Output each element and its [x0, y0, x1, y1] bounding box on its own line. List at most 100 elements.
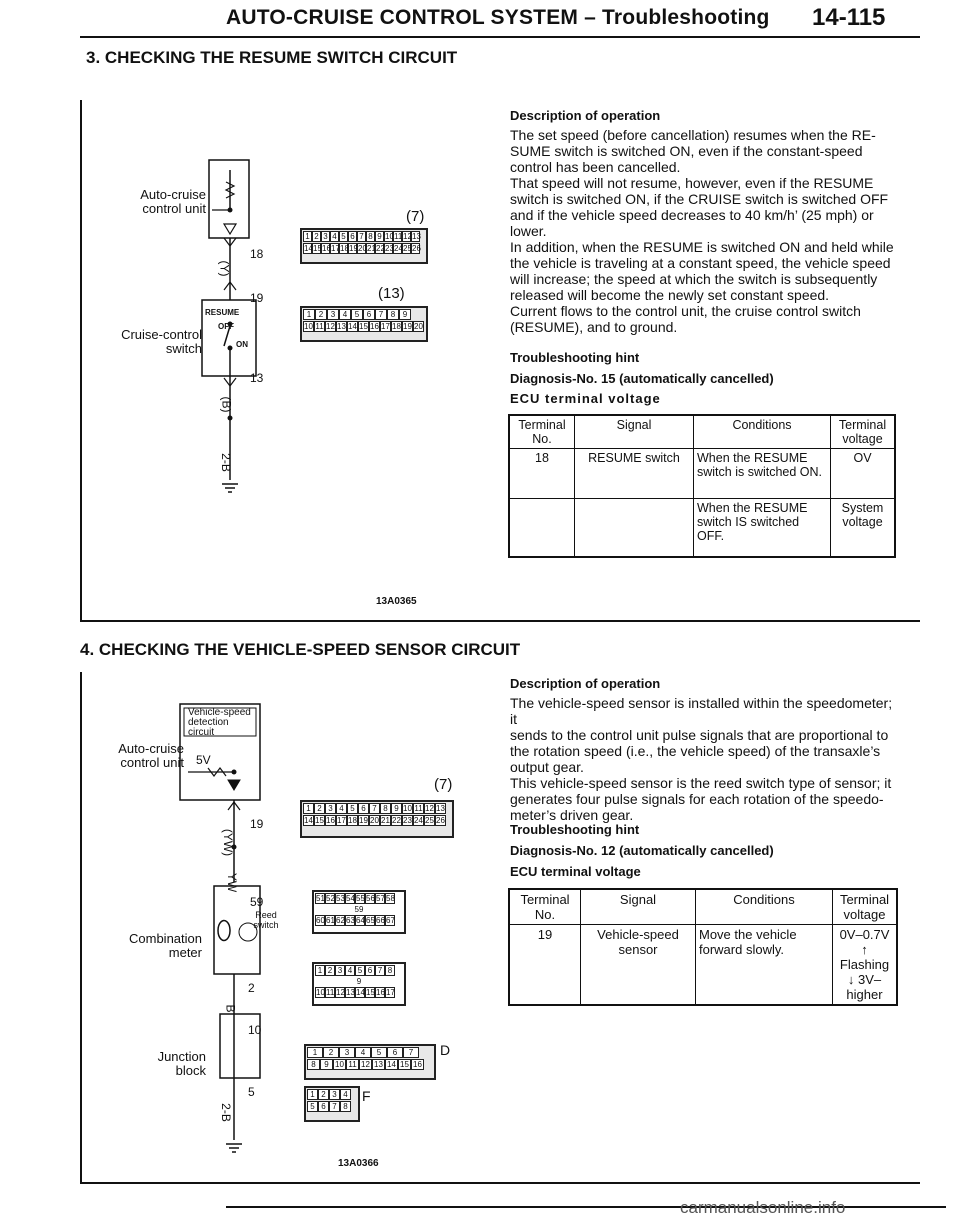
wire-y-label: (Y) [217, 260, 232, 277]
footer-watermark: carmanualsonline.info [680, 1198, 846, 1217]
connector-pin: 16 [369, 321, 380, 332]
description-line: the vehicle is traveling at a constant s… [510, 255, 891, 271]
description-line: This vehicle-speed sensor is the reed sw… [510, 775, 892, 791]
connector-pin: 20 [413, 321, 424, 332]
description-line: released will become the newly set const… [510, 287, 830, 303]
ground-label: 2-B [218, 1103, 233, 1122]
pin-5-label: 5 [248, 1085, 255, 1099]
connector-pin: 53 [335, 893, 345, 904]
connector-pin: 3 [325, 803, 336, 814]
connector-pin: 5 [347, 803, 358, 814]
connector-pin: 63 [345, 915, 355, 926]
combination-meter-label: Combination meter [129, 931, 202, 960]
description-line: meter’s driven gear. [510, 807, 634, 823]
connector-pin: 11 [346, 1059, 359, 1070]
connector-pin: 6 [387, 1047, 403, 1058]
connector-pin: 7 [403, 1047, 419, 1058]
connector-pin: 4 [355, 1047, 371, 1058]
connector-pin: 2 [323, 1047, 339, 1058]
header-conditions: Conditions [695, 889, 833, 925]
cell-conditions: Move the vehicle forward slowly. [695, 924, 833, 1005]
connector-pin: 12 [325, 321, 336, 332]
connector-pin: 19 [402, 321, 413, 332]
cell-voltage: 0V–0.7V ↑ Flashing ↓ 3V–higher [839, 927, 890, 1002]
connector-pin: 65 [365, 915, 375, 926]
cell-voltage: System voltage [841, 501, 884, 529]
connector-pin: 4 [340, 1089, 351, 1100]
connector-pin: 2 [325, 965, 335, 976]
connector-pin: 15 [358, 321, 369, 332]
header-signal: Signal [574, 415, 694, 449]
connector-pin: 13 [372, 1059, 385, 1070]
connector-pin: 20 [369, 815, 380, 826]
connector-pin: 16 [411, 1059, 424, 1070]
detection-circuit-label: Vehicle-speed detection circuit [188, 707, 251, 738]
wire-b-label: B [223, 1004, 238, 1013]
connector-pin: 10 [333, 1059, 346, 1070]
connector-pin: 2 [312, 231, 321, 242]
section3-left-rule [80, 100, 82, 620]
connector-pin: 3 [327, 309, 339, 320]
section4-title: 4. CHECKING THE VEHICLE-SPEED SENSOR CIR… [80, 640, 521, 659]
connector-pin: 57 [375, 893, 385, 904]
connector-pin: 15 [398, 1059, 411, 1070]
connector-pin: 13 [336, 321, 347, 332]
description-line: will increase; the speed at which the sw… [510, 271, 878, 287]
description-line: output gear. [510, 759, 584, 775]
cell-conditions: When the RESUME switch IS switched OFF. [693, 498, 831, 557]
pin-13-label: 13 [250, 371, 264, 385]
table-row: 18 RESUME switch When the RESUME switch … [509, 448, 895, 499]
connector-pin: 1 [307, 1047, 323, 1058]
connector-pin: 7 [357, 231, 366, 242]
connector-pin: 12 [424, 803, 435, 814]
ecu-voltage-heading: ECU terminal voltage [510, 391, 661, 406]
connector-pin: 11 [393, 231, 403, 242]
connector-pin: 7 [375, 309, 387, 320]
connector-pin: 22 [391, 815, 402, 826]
connector-pin: 23 [402, 815, 413, 826]
table-header-row: Terminal No. Signal Conditions Terminal … [509, 889, 897, 925]
resume-switch-schematic [201, 159, 257, 493]
description-heading: Description of operation [510, 108, 661, 123]
figure-code: 13A0366 [338, 1158, 379, 1169]
connector-pin: 4 [330, 231, 339, 242]
header-terminal: Terminal No. [509, 415, 575, 449]
terminal-voltage-table: Terminal No. Signal Conditions Terminal … [508, 888, 898, 1006]
connector-pin: 14 [303, 243, 313, 254]
connector-pin: 21 [380, 815, 391, 826]
description-line: sends to the control unit pulse signals … [510, 727, 889, 743]
connector-pin: 8 [380, 803, 391, 814]
connector-pin: 66 [375, 915, 385, 926]
connector-pin: 1 [307, 1089, 318, 1100]
connector-pin: 61 [325, 915, 335, 926]
switch-off-label: OFF [218, 322, 234, 331]
connector-7-label: (7) [406, 208, 425, 225]
connector-pin: 51 [315, 893, 325, 904]
diagnosis-number: Diagnosis-No. 15 (automatically cancelle… [510, 371, 774, 386]
connector-pin: 12 [359, 1059, 372, 1070]
connector-pin: 25 [424, 815, 435, 826]
meter-connector-b-mid: 9 [356, 977, 362, 986]
cell-terminal: 19 [509, 924, 581, 1005]
page-number: 14-115 [812, 4, 886, 31]
connector-pin: 7 [369, 803, 380, 814]
connector-pin: 9 [399, 309, 411, 320]
section4-left-rule [80, 672, 82, 1182]
diagnosis-number: Diagnosis-No. 12 (automatically cancelle… [510, 843, 774, 858]
speed-sensor-diagram [84, 672, 494, 1182]
ecu-voltage-heading: ECU terminal voltage [510, 864, 641, 879]
connector-pin: 21 [366, 243, 376, 254]
connector-pin: 3 [335, 965, 345, 976]
description-line: SUME switch is switched ON, even if the … [510, 143, 863, 159]
table-header-row: Terminal No. Signal Conditions Terminal … [509, 415, 895, 449]
connector-pin: 19 [358, 815, 369, 826]
connector-pin: 20 [357, 243, 367, 254]
connector-pin: 7 [329, 1101, 340, 1112]
connector-pin: 1 [303, 231, 312, 242]
header-voltage: Terminal voltage [839, 892, 890, 922]
connector-pin: 9 [391, 803, 402, 814]
description-line: In addition, when the RESUME is switched… [510, 239, 894, 255]
